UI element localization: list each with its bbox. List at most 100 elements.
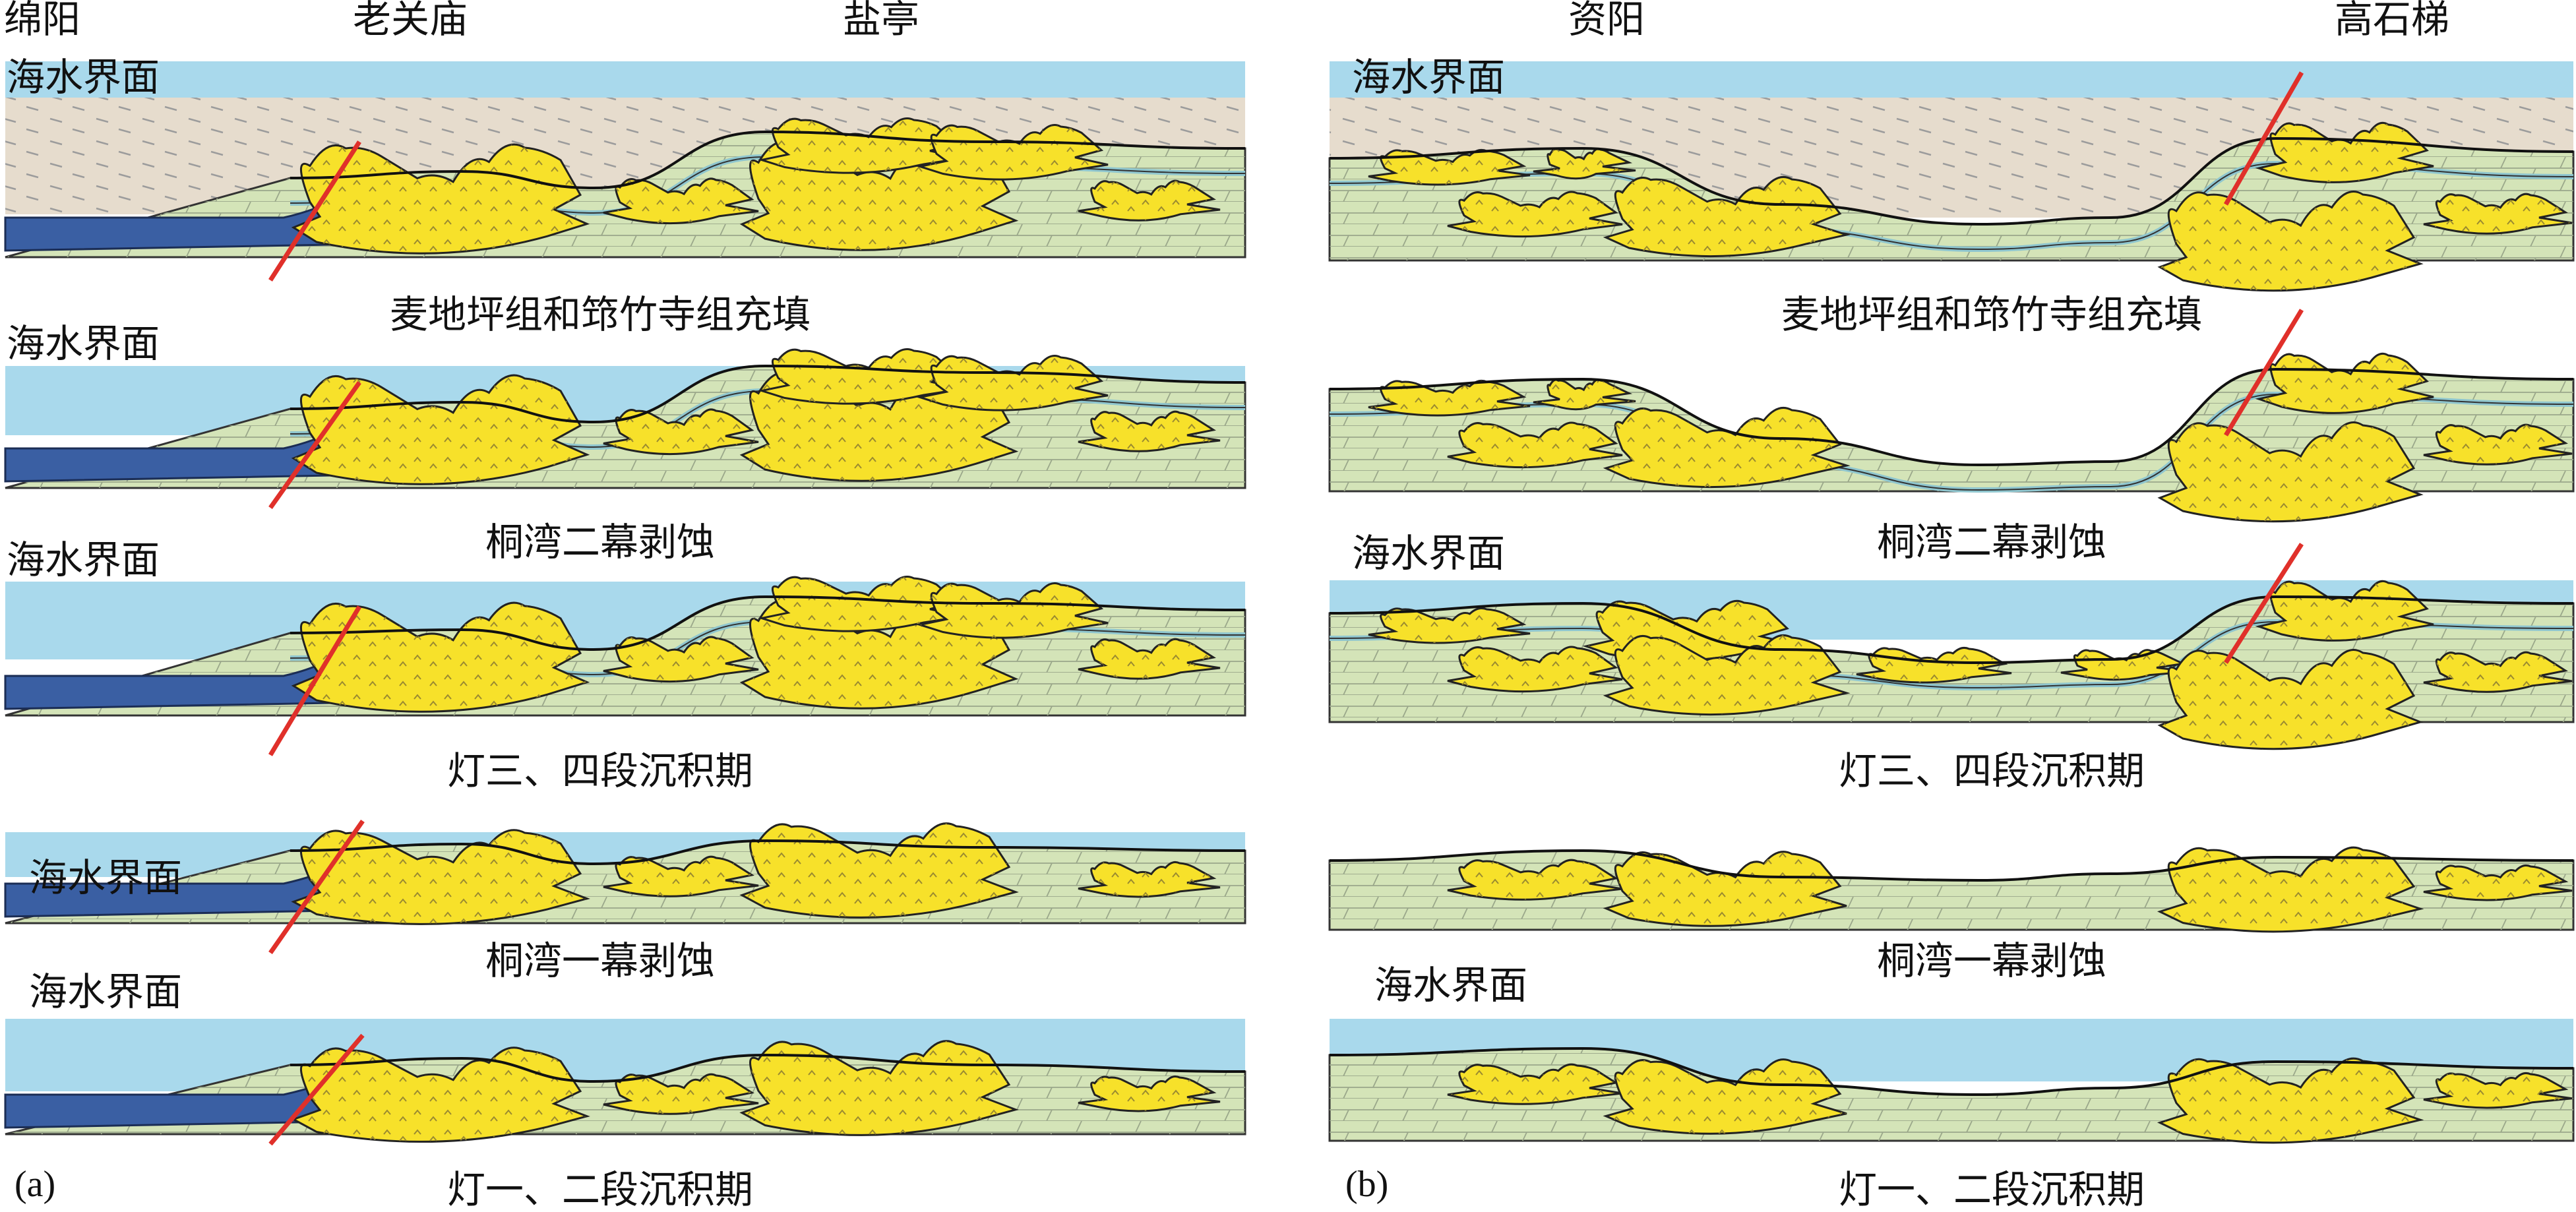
top-surface-a-stage4 [290,839,1246,866]
top-surface-a-stage1 [290,130,1246,190]
panel-letter-b: (b) [1345,1164,1389,1205]
caption-b-stage1: 麦地坪组和筇竹寺组充填 [1781,292,2203,337]
section-a-stage1 [4,61,1246,282]
caption-b-stage4: 桐湾一幕剥蚀 [1876,938,2107,983]
mound-shoal-b-stage1-2-texture [1448,191,1622,237]
caption-a-stage5: 灯一、二段沉积期 [446,1167,754,1212]
mound-shoal-b-stage3-4-texture [1606,635,1847,715]
mound-shoal-b-stage1-5-texture [2160,191,2420,291]
mound-shoal-a-stage4-2-texture [603,857,758,897]
section-b-stage5 [1328,1019,2575,1144]
mound-shoal-b-stage5-1-texture [1448,1064,1622,1105]
caption-a-stage1: 麦地坪组和筇竹寺组充填 [389,292,811,337]
mound-shoal-b-stage2-2-texture [1448,422,1622,468]
water-label-a-stage1: 海水界面 [7,55,160,100]
mound-shoal-b-stage3-5-texture [1856,648,2011,682]
location-ziyang: 资阳 [1568,0,1645,42]
mound-shoal-b-stage2-7-texture [2424,425,2572,465]
mound-shoal-b-stage5-3-texture [2160,1058,2420,1143]
mound-shoal-a-stage5-1-texture [293,1047,587,1142]
mound-shoal-b-stage1-4-texture [1533,148,1636,179]
top-surface-b-stage4 [1329,849,2574,882]
mound-shoal-b-stage2-5-texture [2160,422,2420,522]
mound-shoal-b-stage5-4-texture [2424,1073,2572,1108]
section-a-stage4 [4,819,1246,955]
mound-shoal-a-stage1-2-texture [603,178,758,224]
mound-shoal-a-stage5-4-texture [1078,1076,1220,1111]
mound-shoal-b-stage4-2-texture [1606,851,1847,926]
mound-shoal-b-stage2-3-texture [1606,408,1847,487]
section-b-stage2 [1328,309,2575,523]
caption-a-stage2: 桐湾二幕剥蚀 [485,520,716,564]
location-yanting: 盐亭 [843,0,920,42]
section-a-stage5 [4,1019,1246,1146]
fault-a-stage4 [268,819,365,955]
caption-b-stage3: 灯三、四段沉积期 [1838,748,2145,793]
fault-b-stage2 [2224,309,2304,437]
water-label-b-stage5: 海水界面 [1374,963,1528,1008]
mound-shoal-b-stage3-7-texture [2160,650,2420,749]
mound-shoal-a-stage3-1-texture [293,603,587,712]
mound-shoal-b-stage3-9-texture [2424,652,2572,692]
mound-shoal-a-stage3-5-texture [920,583,1108,638]
fault-b-stage3 [2224,543,2304,664]
mound-shoal-b-stage4-4-texture [2424,865,2572,900]
mound-shoal-b-stage1-1-texture [1368,150,1530,185]
location-mianyang: 绵阳 [4,0,81,42]
mound-shoal-a-stage2-6-texture [1078,411,1220,452]
fault-a-stage1 [268,140,361,282]
caption-b-stage5: 灯一、二段沉积期 [1838,1167,2145,1212]
fault-b-stage1 [2223,71,2304,206]
caption-b-stage2: 桐湾二幕剥蚀 [1876,520,2107,564]
caption-a-stage3: 灯三、四段沉积期 [446,748,754,793]
caption-a-stage4: 桐湾一幕剥蚀 [485,938,716,983]
mound-shoal-a-stage2-4-texture [762,349,963,404]
mound-shoal-a-stage3-6-texture [1078,639,1220,679]
mound-shoal-a-stage1-5-texture [920,125,1108,180]
section-b-stage3 [1328,543,2575,750]
top-surface-a-stage2 [290,364,1246,424]
top-surface-b-stage1 [1329,136,2574,226]
mound-shoal-b-stage3-6-texture [2061,650,2190,680]
mound-shoal-a-stage2-5-texture [920,355,1108,411]
mound-shoal-a-stage1-1-texture [293,144,587,254]
mound-shoal-b-stage4-1-texture [1448,860,1622,900]
water-label-b-stage3: 海水界面 [1352,531,1506,576]
water-label-a-stage5: 海水界面 [29,969,183,1014]
location-laoguanmiao: 老关庙 [353,0,468,42]
top-surface-a-stage3 [290,595,1246,651]
mound-shoal-b-stage2-1-texture [1368,380,1530,415]
mound-shoal-a-stage5-2-texture [603,1074,758,1114]
section-b-stage4 [1328,846,2575,933]
water-label-b-stage1: 海水界面 [1352,55,1506,100]
mound-shoal-a-stage3-4-texture [762,576,963,632]
water-label-a-stage3: 海水界面 [7,537,160,582]
fault-a-stage3 [268,605,362,756]
location-gaoshiti: 高石梯 [2335,0,2450,42]
mound-shoal-a-stage4-4-texture [1078,862,1220,897]
mound-shoal-a-stage2-2-texture [603,409,758,454]
top-surface-b-stage3 [1329,595,2574,665]
mound-shoal-b-stage4-3-texture [2160,847,2420,932]
section-a-stage2 [4,348,1246,510]
mound-shoal-a-stage3-2-texture [603,636,758,682]
mound-shoal-a-stage4-1-texture [293,830,587,924]
section-a-stage3 [4,576,1246,756]
mound-shoal-b-stage1-7-texture [2424,194,2572,234]
mound-shoal-a-stage1-6-texture [1078,181,1220,221]
fault-a-stage5 [268,1033,365,1146]
top-surface-a-stage5 [290,1053,1246,1083]
top-surface-b-stage5 [1329,1046,2574,1097]
section-b-stage1 [1328,61,2575,292]
mound-shoal-b-stage5-2-texture [1606,1059,1847,1134]
mound-shoal-b-stage2-4-texture [1533,379,1636,409]
mound-shoal-b-stage3-1-texture [1368,608,1530,643]
water-label-a-stage2: 海水界面 [7,321,160,366]
panel-letter-a: (a) [15,1164,56,1205]
mound-shoal-a-stage2-1-texture [293,375,587,485]
fault-a-stage2 [268,380,361,510]
mound-shoal-b-stage3-2-texture [1448,646,1622,692]
water-label-a-stage4: 海水界面 [29,855,183,900]
